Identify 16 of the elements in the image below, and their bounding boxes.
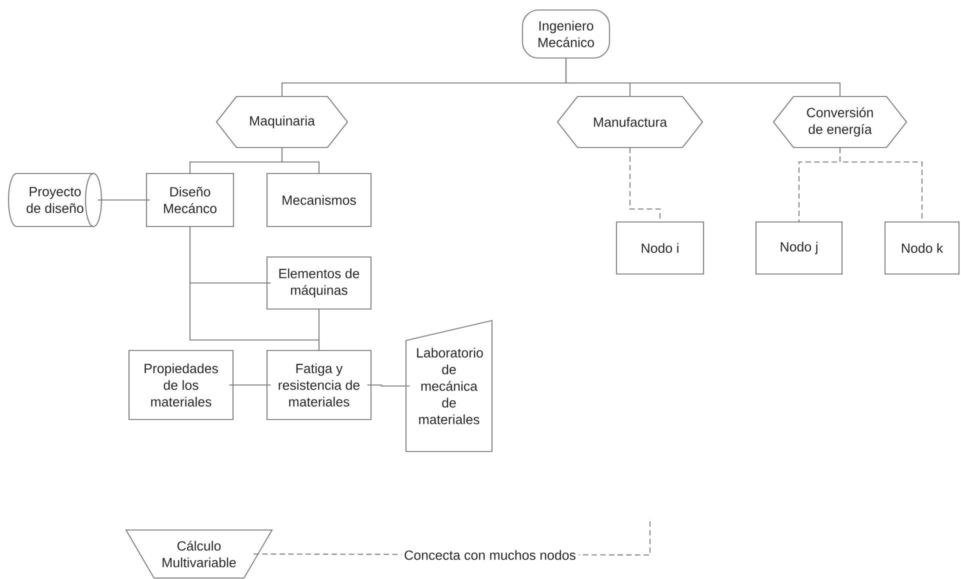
process-box: Fatiga y resistencia de materiales — [266, 350, 372, 420]
process-box: Diseño Mecánco — [146, 172, 234, 228]
process-box: Elementos de máquinas — [266, 256, 372, 310]
connector-line — [281, 148, 320, 174]
rounded-box: Ingeniero Mecánico — [522, 9, 610, 59]
connector-line — [367, 384, 410, 387]
process-box: Nodo j — [755, 221, 843, 275]
connector-line — [565, 58, 841, 96]
edge-label: Concecta con muchos nodos — [401, 547, 579, 563]
process-box: Nodo k — [884, 221, 960, 275]
process-box: Propiedades de los materiales — [128, 350, 234, 420]
connector-line — [229, 384, 271, 386]
connector-line — [98, 199, 150, 201]
connector-line — [318, 309, 320, 350]
process-box: Nodo i — [616, 221, 704, 275]
process-box: Mecanismos — [266, 172, 372, 228]
